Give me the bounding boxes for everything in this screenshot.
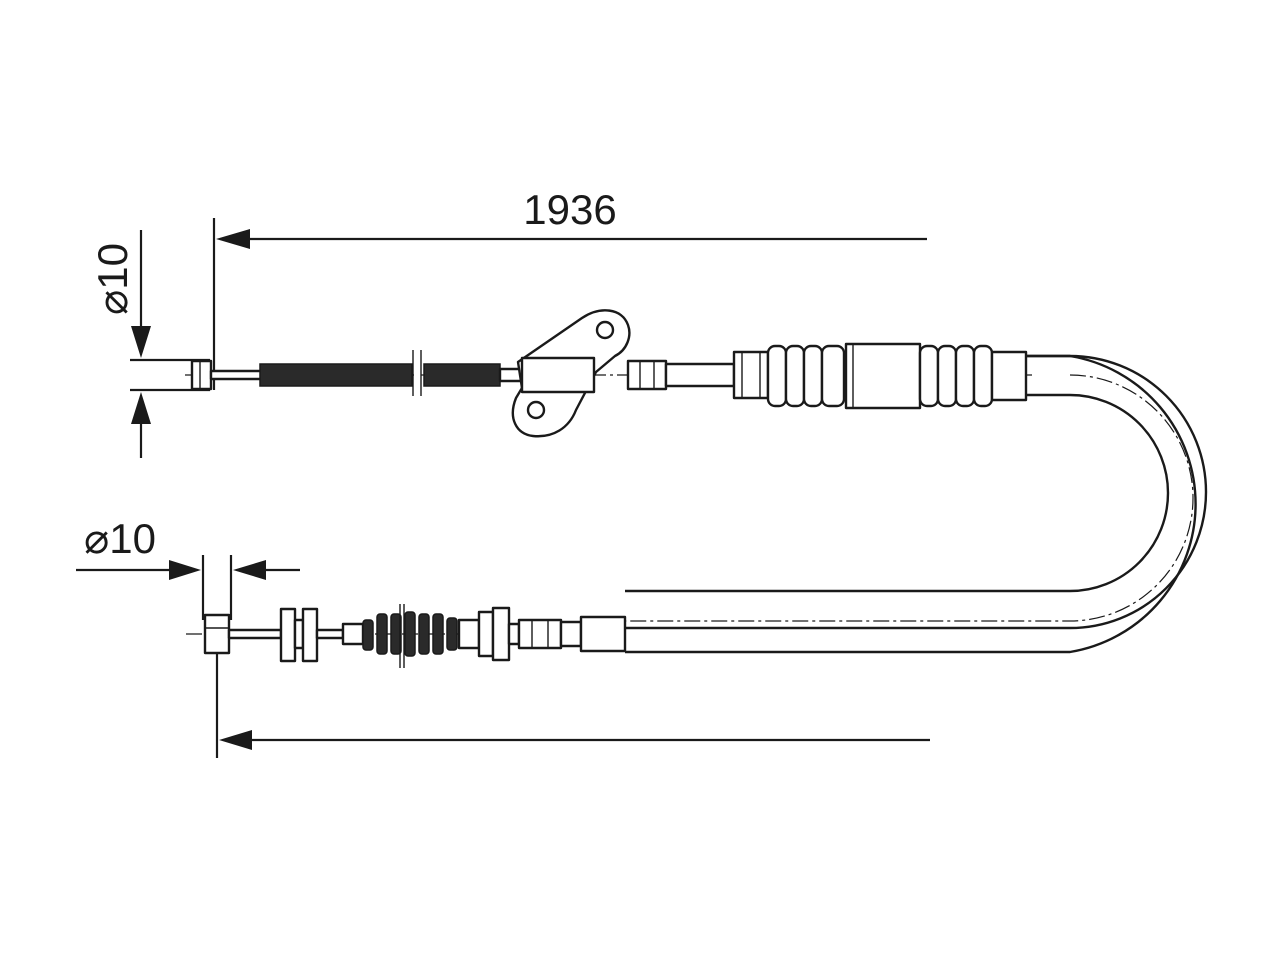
bottom-ferrule-neck <box>559 620 583 648</box>
top-cable-end <box>185 309 1032 438</box>
top-bracket-collar <box>520 356 596 394</box>
sheath-outer-edge <box>625 354 1208 630</box>
top-bellows-left <box>766 344 846 408</box>
bottom-spring-coil-2 <box>376 613 388 655</box>
diameter-bottom-value: ⌀10 <box>84 515 156 562</box>
bottom-adjuster-spacer <box>507 622 521 646</box>
top-hex-ferrule <box>626 359 668 391</box>
diameter-bottom-arrow-right <box>169 560 201 580</box>
bottom-spring <box>362 604 458 668</box>
top-sheath-short <box>664 362 736 388</box>
top-bracket-hole-upper <box>595 320 615 340</box>
top-threaded-rod-right <box>423 363 501 387</box>
diameter-top-arrow-down <box>131 326 151 358</box>
bottom-adjuster-nut-b <box>491 606 511 662</box>
bottom-nut-b <box>301 607 319 663</box>
top-bracket-hole-lower <box>526 400 546 420</box>
diameter-top-dimension: ⌀10 <box>89 230 210 458</box>
bottom-adjuster-collar <box>457 618 481 650</box>
cable-sheath-loop <box>620 354 1208 654</box>
top-bellows-right-rib-3 <box>954 344 976 408</box>
top-threaded-rod-left <box>259 363 413 387</box>
bottom-end-nipple <box>203 613 231 655</box>
top-bellows-right-rib-4 <box>972 344 994 408</box>
bottom-spring-coil-7 <box>446 617 458 651</box>
bottom-spring-coil-3 <box>390 613 402 655</box>
diameter-bottom-arrow-left <box>233 560 266 580</box>
sheath-outer-edge-wide <box>625 354 1197 654</box>
length-value: 1936 <box>523 186 616 233</box>
top-guide-tube <box>844 342 922 410</box>
bottom-spring-coil-4 <box>404 611 416 657</box>
top-break-gap <box>414 362 420 388</box>
length-arrow-bottom <box>219 730 252 750</box>
top-bellows-right <box>918 344 1028 408</box>
top-bellows-right-cap <box>990 350 1028 402</box>
bottom-spring-coil-5 <box>418 613 430 655</box>
diameter-top-value: ⌀10 <box>89 243 136 315</box>
bottom-wire-segment <box>315 628 345 640</box>
top-adjuster-nut <box>732 350 770 400</box>
bottom-nut-a <box>279 607 297 663</box>
sheath-spacer <box>625 394 1168 590</box>
bottom-hex-ferrule <box>517 618 563 650</box>
top-bellows-left-rib-1 <box>766 344 788 408</box>
length-dimension: 1936 <box>212 186 930 758</box>
top-bellows-right-rib-1 <box>918 344 940 408</box>
top-bellows-left-rib-2 <box>784 344 806 408</box>
sheath-inner-edge-top <box>1026 393 1170 593</box>
bottom-spring-coil-6 <box>432 613 444 655</box>
sheath-centerline <box>620 374 1194 622</box>
diameter-bottom-dimension: ⌀10 <box>76 515 300 620</box>
bottom-adjuster-nut-a <box>477 610 495 658</box>
length-arrow-top <box>216 229 250 249</box>
bottom-inner-wire <box>227 628 283 640</box>
bottom-spring-coil-1 <box>362 619 374 651</box>
bottom-sheath-end <box>579 615 627 653</box>
diameter-top-arrow-up <box>131 392 151 424</box>
top-bellows-left-rib-3 <box>802 344 824 408</box>
bottom-wire-sleeve <box>341 622 365 646</box>
top-bellows-right-rib-2 <box>936 344 958 408</box>
top-inner-wire <box>209 369 263 381</box>
bottom-cable-end <box>186 604 627 668</box>
top-end-nipple <box>190 359 213 391</box>
top-bellows-left-rib-4 <box>820 344 846 408</box>
